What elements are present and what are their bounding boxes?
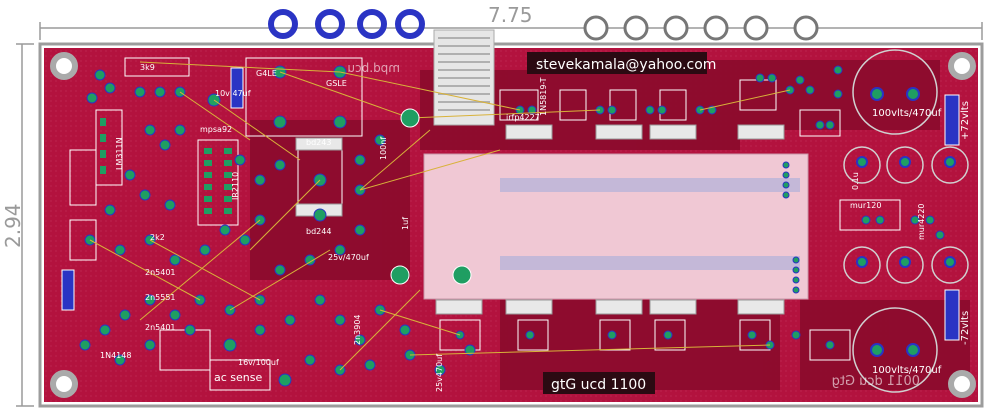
part-label: 2k2 xyxy=(150,233,165,242)
blue-mounting-rings xyxy=(268,9,425,39)
part-label: 2n5401 xyxy=(145,268,176,277)
rail-positive-label: +72vlts xyxy=(960,101,971,140)
part-label: 1uf xyxy=(401,217,410,230)
part-labels: 3k9 10v 47uf G4LE GSLE mpsa92 LM311N bd2… xyxy=(100,63,926,392)
board-outline xyxy=(38,42,984,408)
airwire-traces xyxy=(89,61,791,371)
title-label-box xyxy=(543,372,655,394)
part-label: mur4220 xyxy=(917,203,926,240)
part-label: 2n5401 xyxy=(145,323,176,332)
dimension-lines xyxy=(16,22,983,407)
part-label: 25v470uf xyxy=(435,354,444,392)
rail-negative-label: -72vlts xyxy=(960,311,971,345)
mirrored-title-label: 0011 dcu Gtg xyxy=(832,374,920,389)
width-dimension-label: 7.75 xyxy=(488,3,533,27)
heatsink-pads xyxy=(390,108,472,285)
part-label: 1N4148 xyxy=(100,351,131,360)
part-label: mur120 xyxy=(850,201,881,210)
heatsink-block xyxy=(423,153,809,300)
heatsink-rail-bottom xyxy=(500,256,800,270)
terminal-pads-top xyxy=(583,15,819,41)
height-dimension-label: 2.94 xyxy=(1,203,25,248)
heatsink-rail-top xyxy=(500,178,800,192)
part-label: 25v/470uf xyxy=(328,253,369,262)
mosfet-bodies xyxy=(295,124,785,315)
part-label: LM311N xyxy=(115,137,124,170)
part-label: 1N5819-T xyxy=(539,77,548,116)
output-inductor xyxy=(433,29,495,126)
part-label: 10v 47uf xyxy=(215,89,251,98)
title-label: gtG ucd 1100 xyxy=(551,377,646,393)
cap-bottom-label: 100vlts/470uf xyxy=(872,365,942,376)
part-label: irfp4227 xyxy=(506,113,540,122)
part-label: 2n3904 xyxy=(353,314,362,345)
part-label: G4LE xyxy=(256,69,277,78)
ic-pins xyxy=(100,118,232,214)
part-label: mpsa92 xyxy=(200,125,232,134)
part-label: 2n5551 xyxy=(145,293,176,302)
ac-sense-label: ac sense xyxy=(214,371,262,384)
part-label: 16v/100uf xyxy=(238,358,279,367)
email-label-box xyxy=(527,52,707,74)
mirrored-top-label: mpd.bcu xyxy=(347,61,400,75)
rail-components xyxy=(61,67,960,341)
part-label: GSLE xyxy=(326,79,347,88)
part-label: bd244 xyxy=(306,227,331,236)
part-label: 100nf xyxy=(379,137,388,160)
bulk-capacitors xyxy=(843,49,969,393)
part-label: IR2110 xyxy=(231,172,240,200)
part-label: 0.1u xyxy=(851,172,860,190)
cap-top-label: 100vlts/470uf xyxy=(872,108,942,119)
corner-mounting-holes xyxy=(50,52,976,398)
email-label: stevekamala@yahoo.com xyxy=(536,57,716,73)
part-label: bd243 xyxy=(306,138,331,147)
part-label: 3k9 xyxy=(140,63,155,72)
